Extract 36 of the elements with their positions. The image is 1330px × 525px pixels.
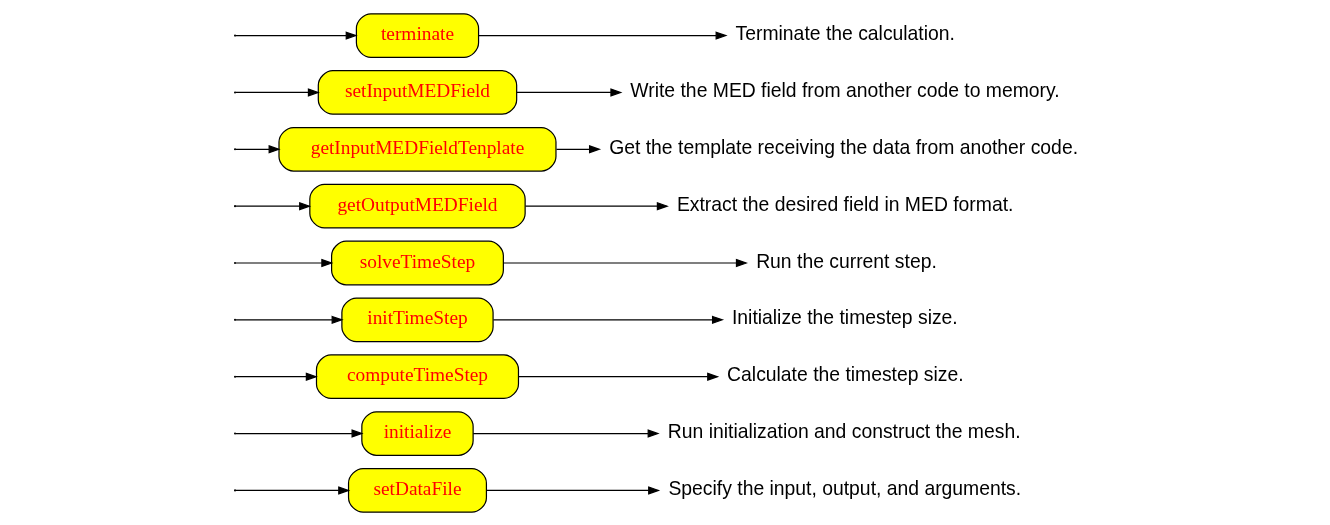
node-box: initialize: [361, 410, 474, 456]
node-text: Extract the desired field in MED format.: [676, 192, 1014, 215]
arrow: [234, 485, 351, 495]
arrow: [234, 258, 334, 267]
node-text: Specify the input, output, and arguments.: [668, 476, 1022, 499]
arrow: [516, 87, 623, 97]
node-box: initTimeStep: [341, 296, 494, 342]
node-box: terminate: [355, 12, 480, 58]
arrow: [234, 315, 344, 324]
arrow: [492, 315, 725, 324]
arrow: [485, 485, 661, 495]
node-text: Initialize the timestep size.: [731, 305, 958, 328]
node-text: Calculate the timestep size.: [727, 362, 964, 385]
arrow: [472, 428, 660, 438]
arrow: [234, 30, 358, 40]
node-box: getInputMEDFieldTenplate: [278, 126, 557, 172]
arrow: [234, 87, 320, 97]
node-text: Get the template receiving the data from another code.: [609, 135, 1079, 158]
arrow: [234, 201, 312, 210]
node-box: getOutputMEDField: [309, 183, 526, 229]
arrow: [234, 371, 318, 381]
node-text: Run the current step.: [756, 249, 937, 272]
arrow: [518, 371, 720, 381]
node-box: solveTimeStep: [331, 240, 504, 285]
node-box: setDataFile: [347, 467, 488, 513]
arrow: [478, 30, 728, 40]
arrow: [524, 201, 669, 210]
arrow: [555, 144, 602, 154]
node-box: computeTimeStep: [315, 353, 520, 399]
node-text: Write the MED field from another code to memory.: [630, 78, 1060, 101]
arrow: [234, 428, 364, 438]
node-text: Run initialization and construct the mesh.: [667, 419, 1021, 442]
node-box: setInputMEDField: [317, 69, 518, 115]
node-text: Terminate the calculation.: [735, 21, 955, 44]
arrow: [234, 144, 281, 154]
arrow: [502, 258, 748, 267]
